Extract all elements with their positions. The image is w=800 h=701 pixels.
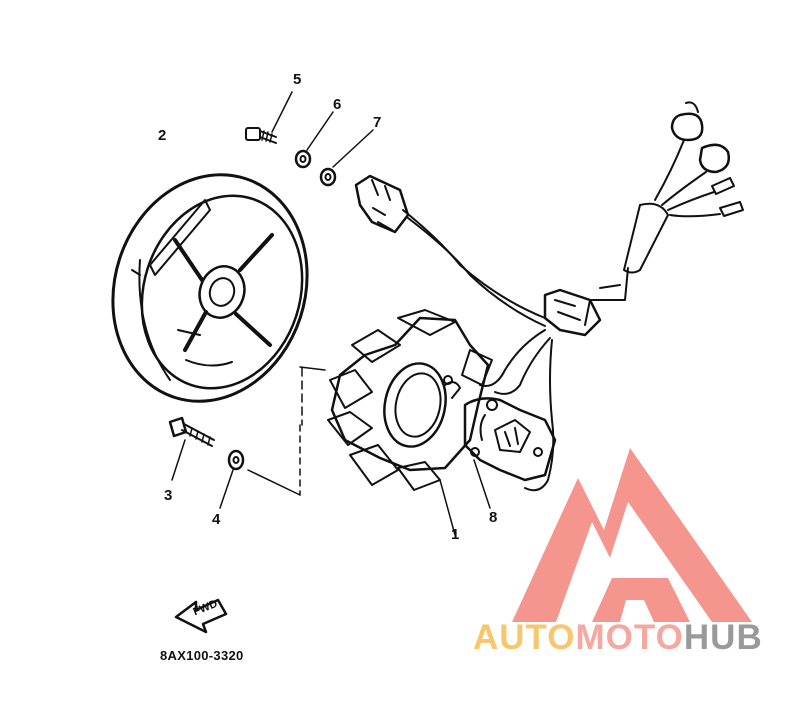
fwd-arrow xyxy=(174,598,228,634)
callout-6: 6 xyxy=(333,96,342,113)
callout-7: 7 xyxy=(373,114,382,131)
bolt-part-3 xyxy=(168,416,215,447)
pickup-coil-part-8 xyxy=(463,397,557,482)
watermark-triangle-icon xyxy=(512,448,752,622)
watermark-text-auto: AUTO xyxy=(473,618,576,657)
bolt-part-5 xyxy=(245,127,277,144)
watermark-text: AUTOMOTOHUB xyxy=(473,618,763,658)
callout-4: 4 xyxy=(212,511,221,528)
callout-3: 3 xyxy=(164,487,173,504)
callout-5: 5 xyxy=(293,71,302,88)
watermark-text-moto: MOTO xyxy=(575,618,684,657)
callout-1: 1 xyxy=(451,526,460,543)
pickup-connector xyxy=(354,174,546,327)
part-code: 8AX100-3320 xyxy=(160,648,244,663)
callout-2: 2 xyxy=(158,127,167,144)
wiring-harness xyxy=(479,101,744,492)
watermark-text-hub: HUB xyxy=(683,618,763,657)
stator-part-1 xyxy=(327,309,493,491)
washer-part-4 xyxy=(227,449,245,471)
washer-part-7 xyxy=(319,167,337,187)
flywheel-rotor xyxy=(111,173,309,403)
washer-part-6 xyxy=(294,149,312,169)
callout-8: 8 xyxy=(489,509,498,526)
